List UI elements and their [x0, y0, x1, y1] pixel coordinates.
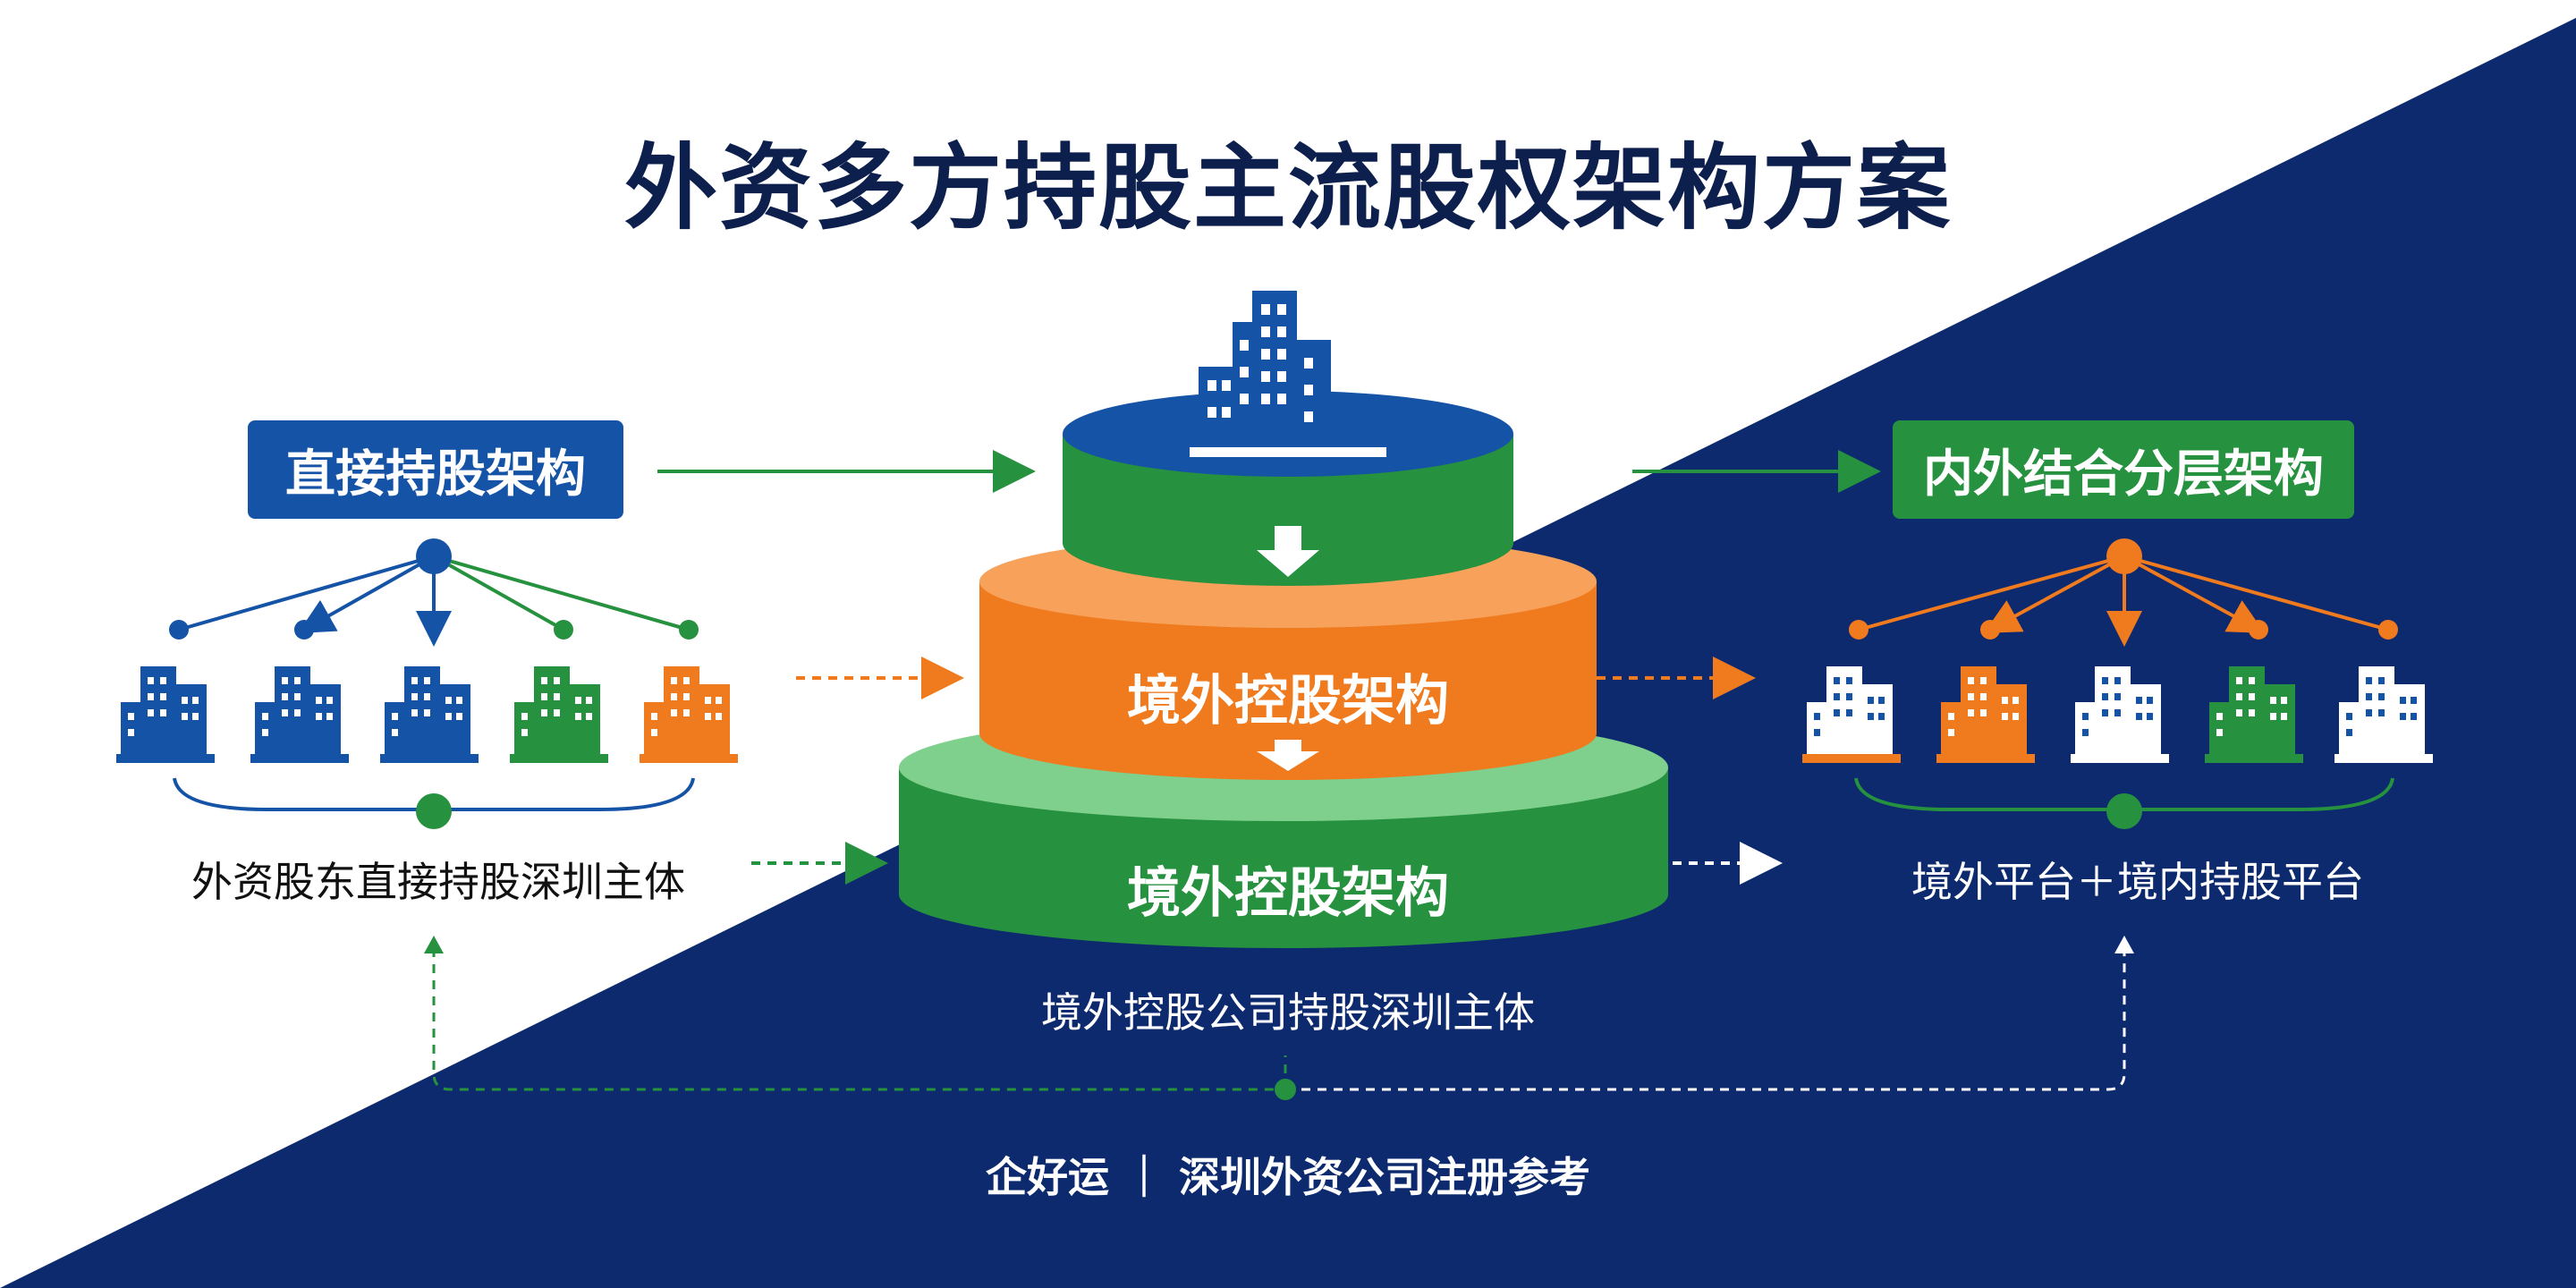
- left-caption: 外资股东直接持股深圳主体: [191, 858, 685, 906]
- direct-holding-label: 直接持股架构: [248, 420, 623, 519]
- tier-mid-label: 境外控股架构: [1127, 670, 1449, 733]
- left-buildings: [116, 666, 738, 763]
- right-root-node: [2106, 538, 2142, 574]
- down-arrow-icon: [1257, 740, 1319, 771]
- right-buildings: [1802, 666, 2433, 763]
- left-leaf-node: [554, 620, 573, 640]
- right-leaf-node: [1980, 620, 2000, 640]
- right-leaf-node: [1849, 620, 1868, 640]
- building-icon: [380, 666, 479, 763]
- left-root-node: [416, 538, 452, 574]
- left-leaf-node: [679, 620, 699, 640]
- building-icon: [250, 666, 349, 763]
- right-caption: 境外平台＋境内持股平台: [1911, 858, 2364, 906]
- right-leaf-node: [2249, 620, 2268, 640]
- left-leaf-node: [169, 620, 189, 640]
- building-icon: [640, 666, 738, 763]
- left-tree-lines: [178, 555, 690, 647]
- loop-center-node: [1275, 1079, 1296, 1100]
- building-icon: [2205, 666, 2303, 763]
- up-arrow-icon: [2114, 936, 2134, 953]
- footer-credit: 企好运 ｜ 深圳外资公司注册参考: [985, 1153, 1591, 1201]
- building-icon: [1936, 666, 2035, 763]
- tower-building-icon: [1190, 291, 1386, 462]
- tier-mid-body: [979, 581, 1597, 780]
- left-bracket-node: [416, 793, 452, 829]
- right-bracket-node: [2106, 793, 2142, 829]
- tier-bottom-label: 境外控股架构: [1127, 862, 1449, 925]
- down-arrow-icon: [1257, 526, 1319, 577]
- building-icon: [510, 666, 608, 763]
- right-leaf-node: [2378, 620, 2398, 640]
- building-icon: [116, 666, 215, 763]
- tier-top-body: [1063, 434, 1513, 586]
- building-icon: [1802, 666, 1901, 763]
- building-icon: [2071, 666, 2169, 763]
- building-icon: [2334, 666, 2433, 763]
- up-arrow-icon: [424, 936, 444, 953]
- left-leaf-node: [294, 620, 314, 640]
- center-caption: 境外控股公司持股深圳主体: [1041, 988, 1535, 1037]
- right-tree-lines: [1858, 555, 2389, 647]
- page-title: 外资多方持股主流股权架构方案: [623, 133, 1952, 242]
- layered-structure-label: 内外结合分层架构: [1893, 420, 2354, 519]
